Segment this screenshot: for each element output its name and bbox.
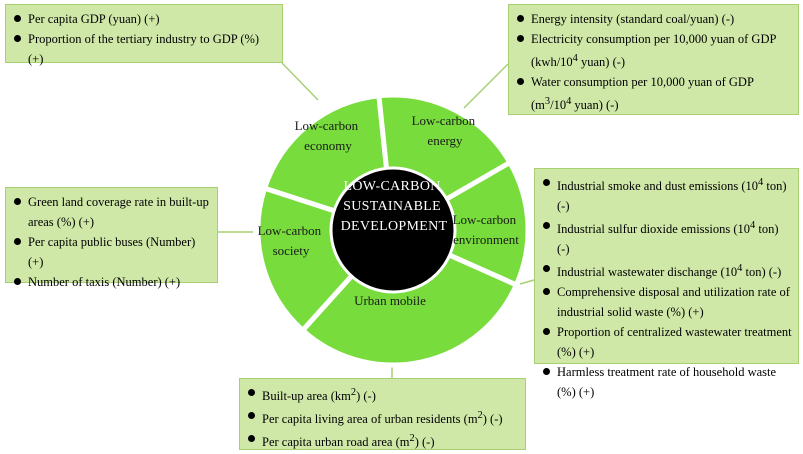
center-hub [329,166,457,294]
energy-indicator-list: Energy intensity (standard coal/yuan) (-… [515,9,792,115]
society-indicator: Per capita public buses (Number) (+) [12,232,211,272]
box-economy: Per capita GDP (yuan) (+) Proportion of … [5,4,283,66]
segment-label-urban-mobile: Urban mobile [354,293,426,308]
segment-environment [390,160,531,288]
environment-indicator: Industrial sulfur dioxide emissions (104… [541,216,792,259]
segment-label-energy: Low-carbon energy [412,113,479,148]
environment-indicator: Industrial wastewater dischange (104 ton… [541,259,792,282]
urban-mobile-indicator: Per capita living area of urban resident… [246,406,519,429]
box-society: Green land coverage rate in built-up are… [5,187,218,289]
box-environment: Industrial smoke and dust emissions (104… [534,168,799,399]
society-indicator-list: Green land coverage rate in built-up are… [12,192,211,292]
economy-indicator: Proportion of the tertiary industry to G… [12,29,276,69]
center-label: LOW-CARBON SUSTAINABLE DEVELOPMENT [341,179,448,234]
segment-label-society: Low-carbon society [258,223,325,258]
environment-indicator: Harmless treatment rate of household was… [541,362,792,402]
economy-indicator: Per capita GDP (yuan) (+) [12,9,276,29]
environment-indicator: Industrial smoke and dust emissions (104… [541,173,792,216]
energy-indicator: Water consumption per 10,000 yuan of GDP… [515,72,792,115]
box-energy: Energy intensity (standard coal/yuan) (-… [508,4,799,115]
society-indicator: Green land coverage rate in built-up are… [12,192,211,232]
urban-mobile-indicator: Built-up area (km2) (-) [246,383,519,406]
box-urban-mobile: Built-up area (km2) (-) Per capita livin… [239,378,526,450]
urban-mobile-indicator-list: Built-up area (km2) (-) Per capita livin… [246,383,519,452]
segment-urban-mobile [300,227,519,368]
connector-environment [519,279,535,285]
energy-indicator: Electricity consumption per 10,000 yuan … [515,29,792,72]
segment-label-economy: Low-carbon economy [295,118,362,153]
connector-energy [463,63,509,109]
society-indicator: Number of taxis (Number) (+) [12,272,211,292]
urban-mobile-indicator: Per capita urban road area (m2) (-) [246,429,519,452]
segment-label-environment: Low-carbon environment [453,212,520,247]
environment-indicator-list: Industrial smoke and dust emissions (104… [541,173,792,402]
wheel [255,92,531,368]
economy-indicator-list: Per capita GDP (yuan) (+) Proportion of … [12,9,276,69]
energy-indicator: Energy intensity (standard coal/yuan) (-… [515,9,792,29]
environment-indicator: Comprehensive disposal and utilization r… [541,282,792,322]
environment-indicator: Proportion of centralized wastewater tre… [541,322,792,362]
connector-economy [281,62,319,101]
